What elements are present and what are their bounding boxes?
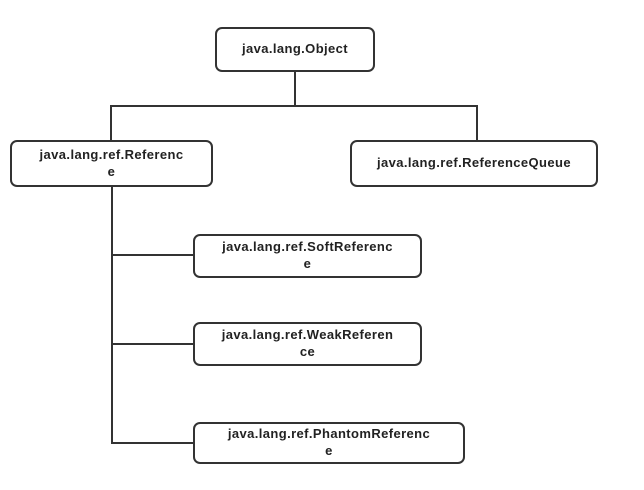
node-label-line1: java.lang.ref.Referenc: [39, 146, 184, 162]
connector-to-reference: [110, 105, 112, 140]
connector-to-reference-queue: [476, 105, 478, 140]
connector-object-down: [294, 72, 296, 106]
connector-top-horizontal: [110, 105, 478, 107]
node-label-line2: ce: [299, 344, 316, 359]
node-label-line1: java.lang.ref.PhantomReferenc: [227, 426, 431, 442]
node-label-line2: e: [325, 443, 333, 458]
node-label: java.lang.ref.ReferenceQueue: [377, 155, 571, 171]
node-label: java.lang.Object: [241, 41, 349, 57]
node-java-lang-ref-phantomreference: java.lang.ref.PhantomReferenc e: [193, 422, 465, 464]
connector-to-soft-reference: [111, 254, 193, 256]
node-label-line2: e: [107, 163, 116, 179]
node-java-lang-object: java.lang.Object: [215, 27, 375, 72]
node-java-lang-ref-referencequeue: java.lang.ref.ReferenceQueue: [350, 140, 598, 187]
node-java-lang-ref-softreference: java.lang.ref.SoftReferenc e: [193, 234, 422, 278]
connector-to-phantom-reference: [111, 442, 193, 444]
node-java-lang-ref-reference: java.lang.ref.Referenc e: [10, 140, 213, 187]
connector-reference-trunk: [111, 187, 113, 444]
node-java-lang-ref-weakreference: java.lang.ref.WeakReferen ce: [193, 322, 422, 366]
node-label-line2: e: [303, 256, 312, 271]
node-label-line1: java.lang.ref.SoftReferenc: [222, 239, 393, 255]
node-label-line1: java.lang.ref.WeakReferen: [221, 327, 394, 343]
connector-to-weak-reference: [111, 343, 193, 345]
